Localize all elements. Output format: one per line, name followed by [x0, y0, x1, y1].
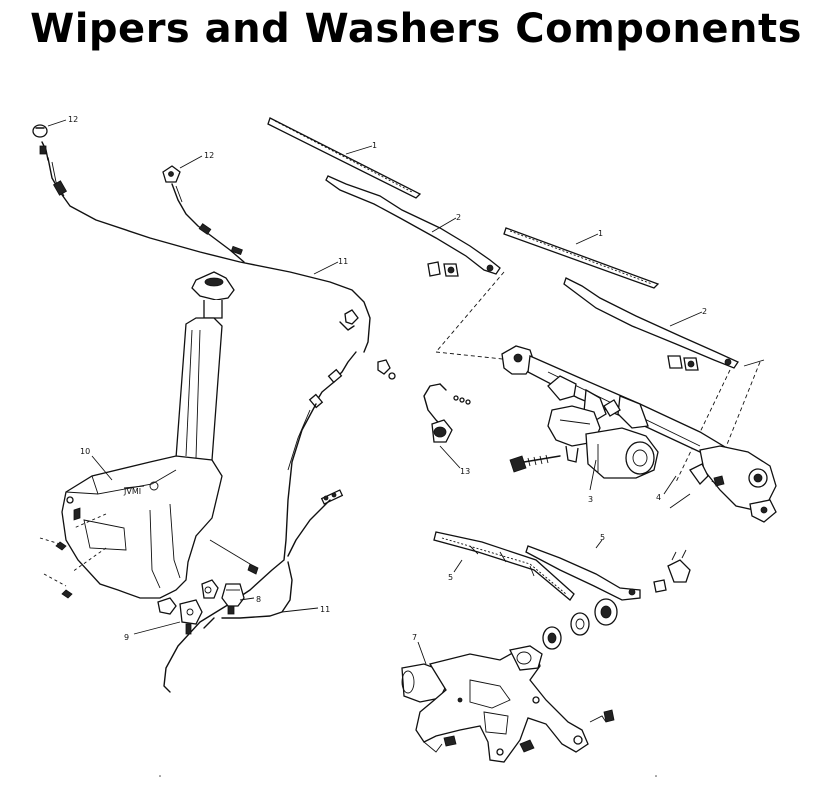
washer-nozzle-left — [32, 124, 49, 161]
callout-2-right: 2 — [702, 307, 707, 316]
callout-3: 3 — [588, 495, 593, 504]
callout-4: 4 — [656, 493, 661, 502]
rear-motor-seals — [542, 598, 618, 650]
callout-8: 8 — [256, 595, 261, 604]
callout-1-left: 1 — [372, 141, 377, 150]
rear-wiper-blade — [433, 531, 575, 601]
callout-5-arm: 5 — [600, 533, 605, 542]
hose-connectors — [308, 309, 396, 505]
rear-wiper-motor — [401, 645, 589, 763]
callout-5-blade: 5 — [448, 573, 453, 582]
washer-reservoir: JVMI — [61, 271, 235, 599]
washer-nozzle-right — [162, 165, 181, 183]
callout-9: 9 — [124, 633, 129, 642]
callout-10: 10 — [80, 447, 90, 456]
callout-labels: 12 12 1 2 1 2 11 11 10 9 8 3 4 13 5 5 7 — [68, 115, 707, 642]
rear-motor-bolts — [443, 709, 615, 753]
callout-11-lower: 11 — [320, 605, 330, 614]
callout-13: 13 — [460, 467, 470, 476]
svg-text:JVMI: JVMI — [123, 487, 141, 496]
front-wiper-arm-left — [325, 175, 501, 277]
motor-bolt — [509, 454, 561, 473]
washer-pump — [201, 579, 245, 615]
callout-12-left: 12 — [68, 115, 78, 124]
front-wiper-blade-right — [503, 227, 660, 289]
pump-grommets — [157, 597, 203, 635]
front-wiper-blade-left — [267, 117, 422, 199]
front-wiper-arm-right — [563, 277, 739, 371]
scan-specks — [159, 775, 657, 777]
washer-hose-upper — [47, 157, 371, 353]
callout-1-right: 1 — [598, 229, 603, 238]
callout-12-right: 12 — [204, 151, 214, 160]
callout-2-left: 2 — [456, 213, 461, 222]
front-wiper-linkage — [501, 345, 777, 523]
wiper-harness-connector — [423, 383, 471, 443]
page-title: Wipers and Washers Components — [30, 6, 802, 52]
callout-11-upper: 11 — [338, 257, 348, 266]
callout-7: 7 — [412, 633, 417, 642]
front-wiper-motor — [547, 399, 659, 479]
reservoir-bolts — [39, 513, 259, 599]
rear-wiper-arm — [525, 545, 691, 601]
leader-lines — [47, 119, 703, 665]
